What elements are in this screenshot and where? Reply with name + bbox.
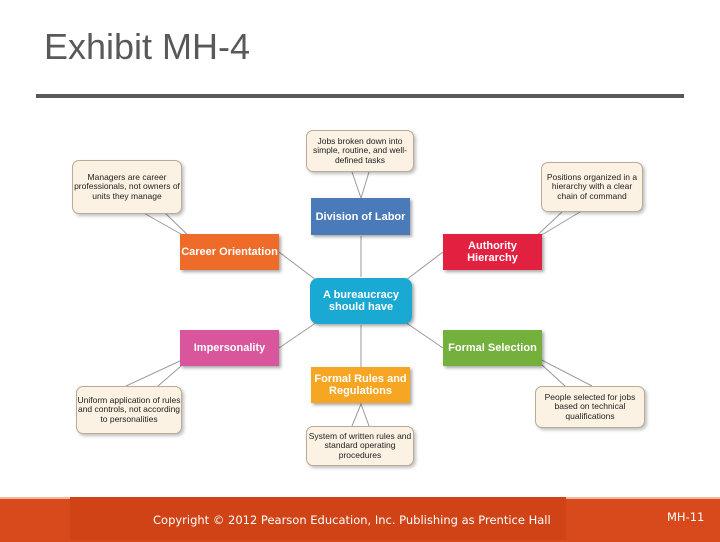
node-formal-rules: Formal Rules and Regulations	[311, 367, 410, 403]
node-division-of-labor: Division of Labor	[311, 198, 410, 235]
spoke-career	[278, 251, 321, 284]
node-impersonality: Impersonality	[180, 330, 279, 366]
node-center-bureaucracy: A bureaucracy should have	[310, 278, 412, 324]
pointer-rules	[351, 402, 370, 427]
node-authority-hierarchy: Authority Hierarchy	[443, 234, 542, 270]
callout-career-orientation: Managers are career professionals, not o…	[72, 160, 182, 214]
title-divider	[36, 94, 684, 98]
spoke-selection	[401, 319, 444, 349]
callout-formal-selection: People selected for jobs based on techni…	[535, 386, 645, 428]
callout-authority-hierarchy: Positions organized in a hierarchy with …	[541, 162, 643, 212]
callout-formal-rules: System of written rules and standard ope…	[306, 426, 414, 466]
callout-division-of-labor: Jobs broken down into simple, routine, a…	[306, 130, 414, 172]
footer-bar-inner	[70, 497, 566, 540]
pointer-division	[351, 171, 370, 200]
page-number: MH-11	[667, 510, 705, 524]
callout-impersonality: Uniform application of rules and control…	[76, 386, 182, 434]
slide-title: Exhibit MH-4	[44, 26, 251, 67]
node-career-orientation: Career Orientation	[180, 234, 279, 270]
node-formal-selection: Formal Selection	[443, 330, 542, 366]
copyright-text: Copyright © 2012 Pearson Education, Inc.…	[153, 513, 551, 527]
spoke-authority	[401, 251, 444, 284]
spoke-impersonality	[278, 319, 321, 349]
